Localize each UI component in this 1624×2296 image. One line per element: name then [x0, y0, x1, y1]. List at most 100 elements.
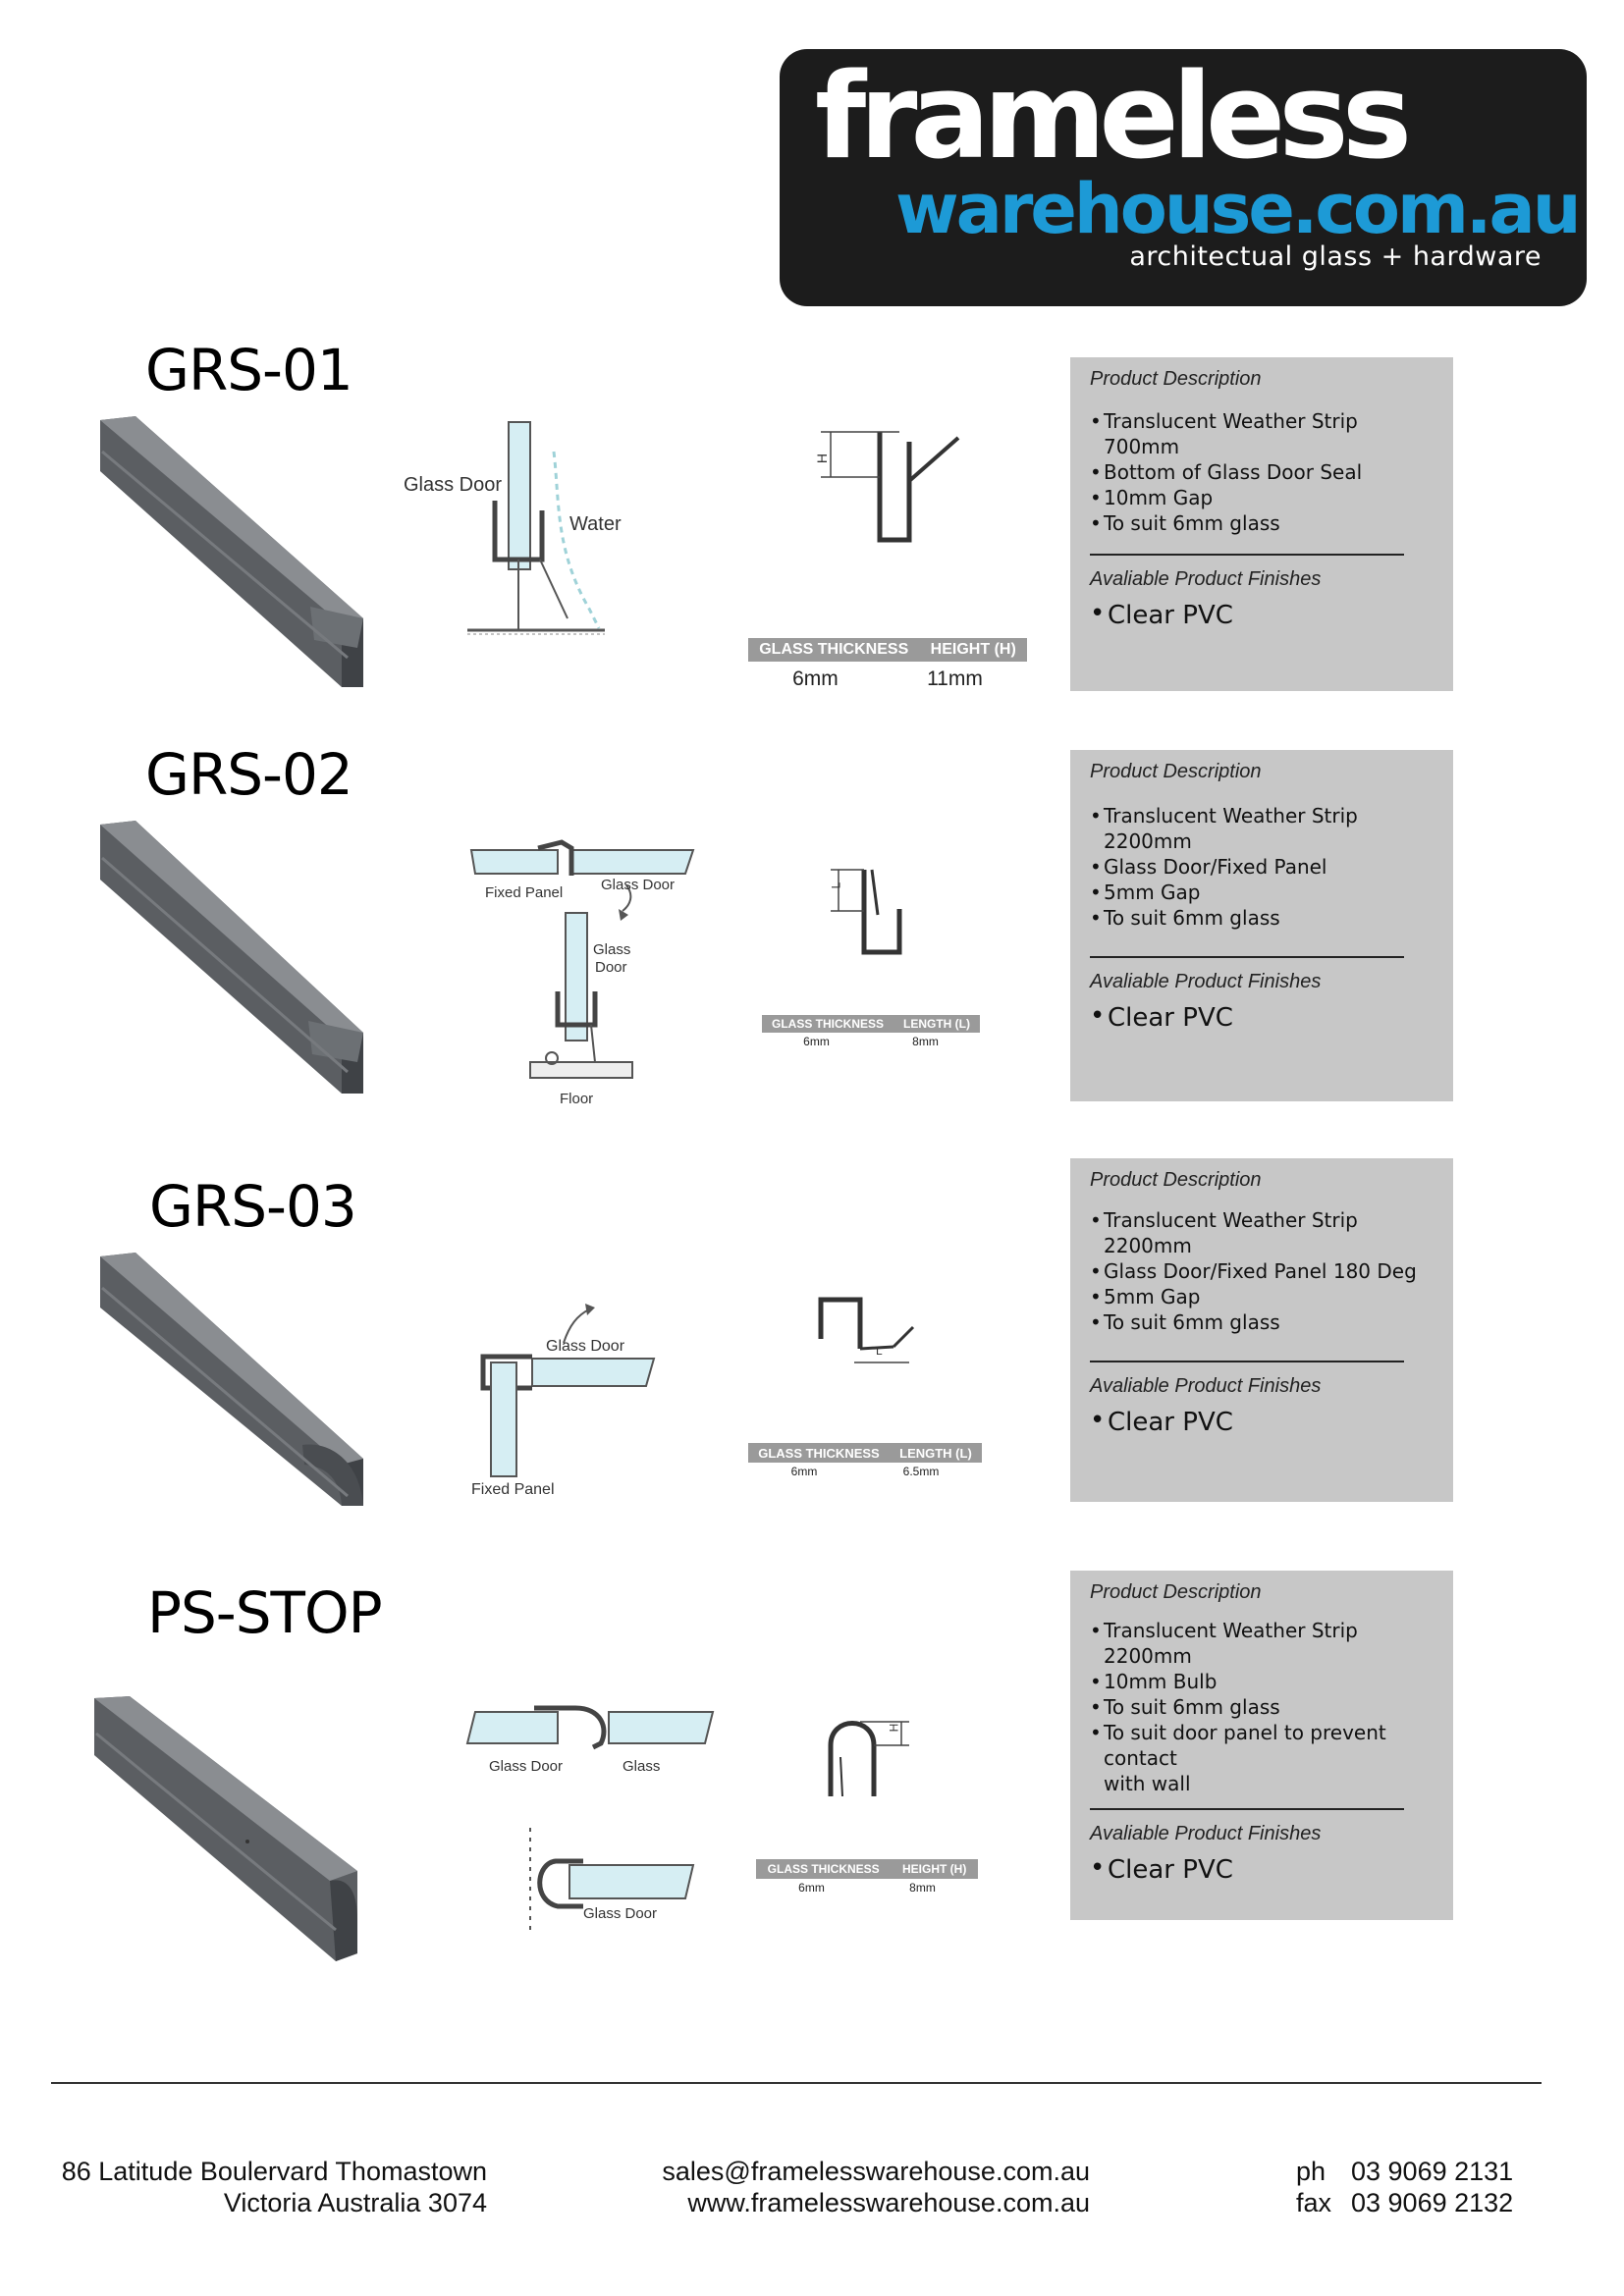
spec-table-header: GLASS THICKNESS LENGTH (L)	[762, 1015, 980, 1033]
diagram-label: Glass	[593, 941, 631, 958]
feature-item: Translucent Weather Strip 700mm	[1090, 408, 1434, 459]
email-link[interactable]: sales@framelesswarehouse.com.au	[662, 2157, 1090, 2186]
finishes-heading: Avaliable Product Finishes	[1090, 568, 1322, 590]
diagram-label: Door	[595, 959, 627, 976]
finishes-heading: Avaliable Product Finishes	[1090, 1375, 1322, 1397]
feature-list: Translucent Weather Strip 2200mm 10mm Bu…	[1090, 1618, 1434, 1796]
product-code: PS-STOP	[147, 1579, 383, 1646]
installation-diagram	[469, 839, 695, 1079]
logo-wordmark-warehouse: warehouse.com.au	[895, 169, 1582, 249]
finishes-heading: Avaliable Product Finishes	[1090, 1823, 1322, 1844]
spec-val-dimension: 6.5mm	[902, 1465, 940, 1478]
feature-list: Translucent Weather Strip 2200mm Glass D…	[1090, 1207, 1434, 1335]
finish-item: Clear PVC	[1090, 1003, 1434, 1031]
feature-item: 5mm Gap	[1090, 1284, 1434, 1309]
divider	[1090, 1361, 1404, 1362]
spec-table-values: 6mm 8mm	[762, 1035, 980, 1048]
spec-table-header: GLASS THICKNESS HEIGHT (H)	[748, 638, 1027, 662]
finish-item: Clear PVC	[1090, 1408, 1434, 1435]
product-description-box: Product Description Translucent Weather …	[1070, 357, 1453, 691]
spec-val-dimension: 8mm	[912, 1035, 939, 1048]
spec-val-glass-thickness: 6mm	[792, 667, 839, 690]
footer-phone-fax: ph 03 9069 2131 fax 03 9069 2132	[1296, 2156, 1551, 2218]
spec-table-header: GLASS THICKNESS LENGTH (L)	[748, 1443, 982, 1463]
profile-drawing	[831, 869, 902, 955]
feature-item: Glass Door/Fixed Panel 180 Deg	[1090, 1258, 1434, 1284]
dimension-symbol: L	[829, 881, 843, 889]
feature-item: 10mm Bulb	[1090, 1669, 1434, 1694]
feature-list: Translucent Weather Strip 700mm Bottom o…	[1090, 408, 1434, 536]
product-description-heading: Product Description	[1090, 761, 1262, 782]
divider	[1090, 956, 1404, 958]
phone-number: 03 9069 2131	[1351, 2157, 1514, 2186]
dimension-symbol: H	[887, 1723, 901, 1733]
dimension-symbol: L	[876, 1344, 883, 1358]
feature-item: Glass Door/Fixed Panel	[1090, 854, 1434, 880]
feature-item: Translucent Weather Strip 2200mm	[1090, 1207, 1434, 1258]
feature-item: Translucent Weather Strip 2200mm	[1090, 803, 1434, 854]
feature-item: Translucent Weather Strip 2200mm	[1090, 1618, 1434, 1669]
spec-col-dimension: HEIGHT (H)	[902, 1862, 967, 1876]
spec-val-glass-thickness: 6mm	[790, 1465, 818, 1478]
spec-col-glass-thickness: GLASS THICKNESS	[767, 1862, 880, 1876]
phone-label: ph	[1296, 2157, 1326, 2186]
phone-row: ph 03 9069 2131	[1296, 2156, 1551, 2187]
finish-item: Clear PVC	[1090, 601, 1434, 628]
divider	[1090, 1808, 1404, 1810]
strip-photo	[100, 821, 363, 1094]
feature-item: 10mm Gap	[1090, 485, 1434, 510]
feature-item: To suit door panel to prevent contact	[1090, 1720, 1434, 1771]
address-line-2: Victoria Australia 3074	[223, 2188, 487, 2217]
footer-divider	[51, 2082, 1542, 2084]
diagram-label: Water	[569, 513, 622, 535]
website-link[interactable]: www.framelesswarehouse.com.au	[687, 2188, 1090, 2217]
diagram-label: Glass Door	[583, 1905, 658, 1922]
logo-wordmark-frameless: frameless	[815, 49, 1412, 186]
installation-diagram	[467, 421, 605, 635]
profile-drawing	[828, 1721, 909, 1797]
spec-val-dimension: 8mm	[909, 1881, 936, 1895]
spec-table-values: 6mm 6.5mm	[748, 1465, 982, 1478]
spec-col-glass-thickness: GLASS THICKNESS	[758, 1445, 880, 1461]
logo-tagline: architectual glass + hardware	[1129, 241, 1542, 272]
footer-address: 86 Latitude Boulervard Thomastown Victor…	[55, 2156, 487, 2218]
product-description-box: Product Description Translucent Weather …	[1070, 1571, 1453, 1920]
feature-item: To suit 6mm glass	[1090, 510, 1434, 536]
diagram-label: Glass Door	[404, 474, 503, 496]
diagram-label: Glass	[623, 1758, 661, 1775]
profile-drawing	[818, 1297, 915, 1363]
spec-col-dimension: LENGTH (L)	[902, 1017, 970, 1031]
spec-val-glass-thickness: 6mm	[803, 1035, 830, 1048]
footer-contact: sales@framelesswarehouse.com.au www.fram…	[628, 2156, 1090, 2218]
dimension-symbol: H	[814, 453, 831, 464]
spec-table-values: 6mm 8mm	[756, 1881, 978, 1895]
product-description-heading: Product Description	[1090, 1581, 1262, 1603]
spec-col-dimension: LENGTH (L)	[899, 1445, 972, 1461]
spec-table-values: 6mm 11mm	[748, 667, 1027, 691]
feature-item: To suit 6mm glass	[1090, 1309, 1434, 1335]
feature-item: To suit 6mm glass	[1090, 1694, 1434, 1720]
spec-val-dimension: 11mm	[927, 667, 983, 690]
installation-diagram	[465, 1705, 715, 1930]
strip-photo	[100, 1253, 363, 1506]
strip-photo	[94, 1696, 357, 1961]
diagram-label: Glass Door	[489, 1758, 564, 1775]
spec-table-header: GLASS THICKNESS HEIGHT (H)	[756, 1859, 978, 1879]
address-line-1: 86 Latitude Boulervard Thomastown	[61, 2157, 487, 2186]
feature-item-continuation: with wall	[1104, 1772, 1191, 1795]
feature-list: Translucent Weather Strip 2200mm Glass D…	[1090, 803, 1434, 931]
divider	[1090, 554, 1404, 556]
finishes-heading: Avaliable Product Finishes	[1090, 971, 1322, 992]
fax-number: 03 9069 2132	[1351, 2188, 1514, 2217]
diagram-label: Glass Door	[546, 1338, 625, 1355]
fax-row: fax 03 9069 2132	[1296, 2187, 1551, 2218]
product-description-heading: Product Description	[1090, 1169, 1262, 1191]
product-description-box: Product Description Translucent Weather …	[1070, 1158, 1453, 1502]
feature-item: 5mm Gap	[1090, 880, 1434, 905]
profile-drawing	[821, 431, 960, 543]
product-code: GRS-03	[149, 1173, 357, 1240]
product-description-box: Product Description Translucent Weather …	[1070, 750, 1453, 1101]
diagram-label: Glass Door	[601, 877, 676, 893]
feature-item: To suit 6mm glass	[1090, 905, 1434, 931]
spec-col-glass-thickness: GLASS THICKNESS	[771, 1017, 884, 1031]
